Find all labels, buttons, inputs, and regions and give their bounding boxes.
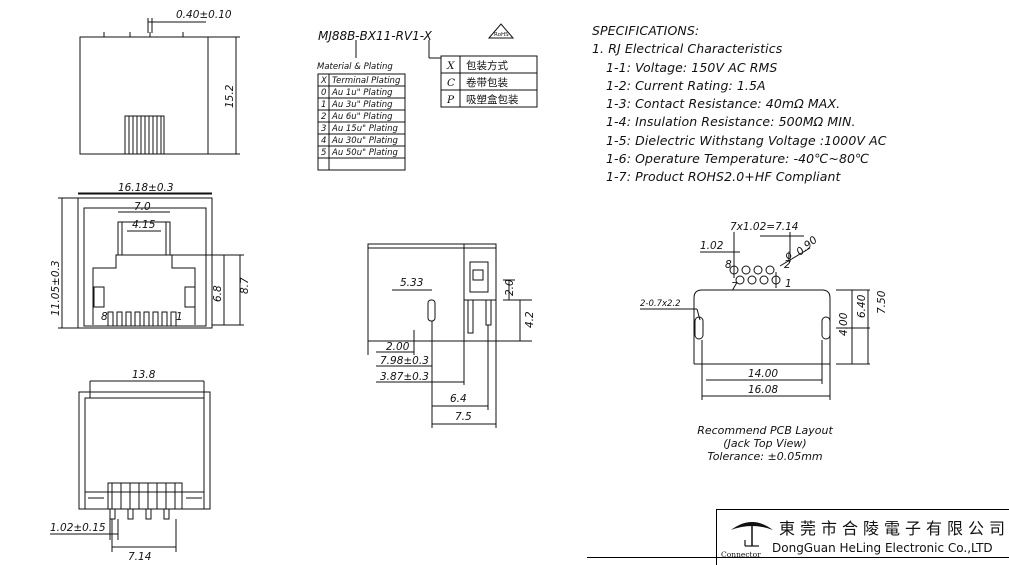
packing-table <box>440 55 538 108</box>
material-row-1-key: 1 <box>321 100 326 110</box>
dim-side-42: 4.2 <box>524 311 536 328</box>
pcb-label-2: 2 <box>784 259 791 271</box>
company-name-cn: 東莞市合陵電子有限公司 <box>779 519 1009 538</box>
dim-pcb-slot: 2-0.7x2.2 <box>640 299 681 309</box>
material-table <box>317 73 406 171</box>
spec-title: SPECIFICATIONS: <box>592 23 700 38</box>
material-row-5-key: 5 <box>321 148 326 158</box>
spec-item: 1-3: Contact Resistance: 40mΩ MAX. <box>606 96 841 112</box>
part-number: MJ88B-BX11-RV1-X <box>318 29 433 43</box>
pcb-caption-line: Tolerance: ±0.05mm <box>707 450 823 463</box>
pcb-label-8: 8 <box>725 259 732 271</box>
dim-pcb-hole: 0.90 <box>794 234 820 258</box>
dim-front-87: 8.7 <box>239 277 251 294</box>
dim-pcb-750: 7.50 <box>876 290 888 314</box>
spec-section: 1. RJ Electrical Characteristics <box>592 41 783 57</box>
material-row-2-value: Au 6u" Plating <box>331 112 393 122</box>
dim-front-68: 6.8 <box>212 285 224 302</box>
dim-side-387: 3.87±0.3 <box>380 371 429 383</box>
pcb-label-7: 7 <box>731 281 738 293</box>
dim-top-height: 15.2 <box>224 84 236 108</box>
dim-front-width: 16.18±0.3 <box>118 182 174 194</box>
dim-pcb-1608: 16.08 <box>748 384 778 396</box>
bottom-view <box>50 380 211 552</box>
material-row-4-key: 4 <box>321 136 326 146</box>
company-logo-icon <box>731 522 773 547</box>
side-view <box>367 243 532 428</box>
material-row-3-value: Au 15u" Plating <box>331 124 398 134</box>
pcb-layout <box>640 232 870 400</box>
top-view <box>79 18 240 155</box>
specifications-block: SPECIFICATIONS: 1. RJ Electrical Charact… <box>592 22 887 187</box>
dim-side-798: 7.98±0.3 <box>380 355 429 367</box>
material-header-x: X <box>320 76 327 86</box>
material-table-title: Material & Plating <box>317 62 393 72</box>
spec-item: 1-1: Voltage: 150V AC RMS <box>606 59 778 75</box>
material-header-plating: Terminal Plating <box>332 76 401 86</box>
front-view <box>58 192 244 329</box>
packing-row-0-key: X <box>446 60 455 72</box>
material-row-0-value: Au 1u" Plating <box>331 88 393 98</box>
pcb-label-1: 1 <box>785 278 792 290</box>
dim-pcb-640: 6.40 <box>856 294 868 318</box>
company-name-en: DongGuan HeLing Electronic Co.,LTD <box>772 541 993 555</box>
material-row-5-value: Au 50u" Plating <box>331 148 398 158</box>
dim-side-75: 7.5 <box>455 411 472 423</box>
dim-side-20: 2.0 <box>504 279 516 296</box>
material-row-4-value: Au 30u" Plating <box>331 136 398 146</box>
packing-row-1-key: C <box>447 77 455 89</box>
dim-pcb-400: 4.00 <box>838 312 850 336</box>
dim-front-inner2: 4.15 <box>132 219 156 231</box>
dim-bottom-pitch: 1.02±0.15 <box>50 522 106 534</box>
title-block: Connector 東莞市合陵電子有限公司 DongGuan HeLing El… <box>587 509 1009 565</box>
pin-label-8: 8 <box>101 311 108 323</box>
material-row-3-key: 3 <box>321 124 326 134</box>
dim-front-inner1: 7.0 <box>134 201 151 213</box>
dim-side-533: 5.33 <box>400 277 423 289</box>
packing-row-1-value: 卷带包装 <box>466 76 508 89</box>
packing-row-0-value: 包装方式 <box>466 59 508 72</box>
dim-pcb-1400: 14.00 <box>748 368 778 380</box>
spec-item: 1-2: Current Rating: 1.5A <box>606 77 766 93</box>
dim-side-64: 6.4 <box>450 393 467 405</box>
pin-label-1: 1 <box>176 311 183 323</box>
pcb-caption-line: (Jack Top View) <box>723 437 807 450</box>
dim-top-width: 0.40±0.10 <box>176 9 232 21</box>
dim-bottom-span: 7.14 <box>128 551 151 563</box>
title-block-divider <box>587 557 1009 558</box>
pcb-caption-line: Recommend PCB Layout <box>697 424 833 437</box>
dim-bottom-width: 13.8 <box>132 369 156 381</box>
spec-item: 1-6: Operature Temperature: -40℃~80℃ <box>606 151 870 167</box>
material-row-2-key: 2 <box>321 112 326 122</box>
company-logo-text: Connector <box>721 550 761 559</box>
packing-row-2-key: P <box>446 94 455 106</box>
spec-item: 1-7: Product ROHS2.0+HF Compliant <box>606 169 841 185</box>
material-row-1-value: Au 3u" Plating <box>331 100 393 110</box>
dim-side-200: 2.00 <box>386 341 410 353</box>
dim-pcb-pitch: 7x1.02=7.14 <box>730 221 798 233</box>
packing-row-2-value: 吸塑盒包装 <box>466 93 519 106</box>
dim-pcb-102: 1.02 <box>700 240 724 252</box>
dim-front-height: 11.05±0.3 <box>50 260 62 316</box>
rohs-mark: RoHS <box>494 32 509 38</box>
spec-item: 1-5: Dielectric Withstang Voltage :1000V… <box>606 132 887 148</box>
material-row-0-key: 0 <box>321 88 326 98</box>
spec-item: 1-4: Insulation Resistance: 500MΩ MIN. <box>606 114 856 130</box>
pcb-caption: Recommend PCB Layout (Jack Top View) Tol… <box>690 424 840 463</box>
